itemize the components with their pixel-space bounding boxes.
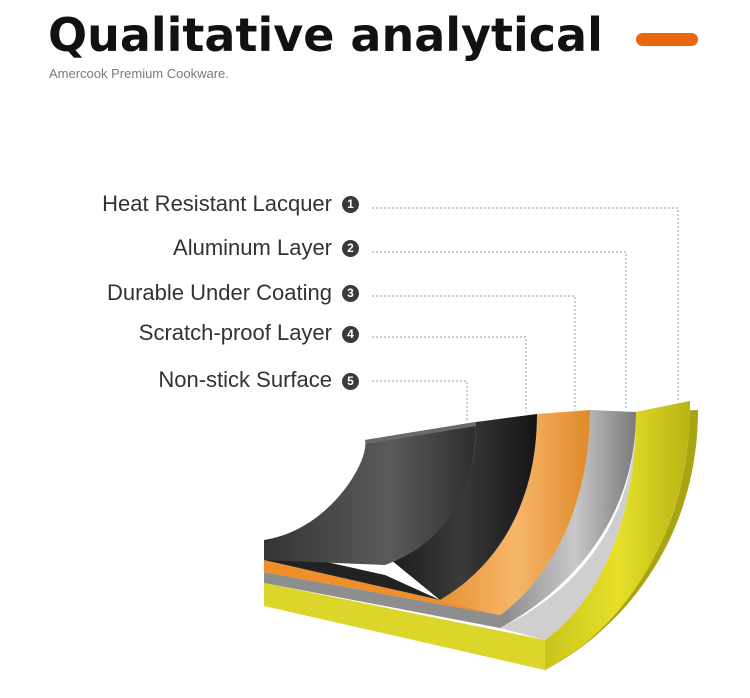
leader-line-3	[372, 295, 576, 410]
layer-dark	[264, 422, 476, 565]
leader-line-4	[372, 336, 527, 412]
layer-yellow	[264, 401, 698, 670]
page-subtitle: Amercook Premium Cookware.	[49, 66, 229, 81]
layer-orange	[264, 410, 590, 615]
number-badge-4: 4	[342, 326, 359, 343]
leader-lines	[372, 207, 679, 420]
number-badge-1: 1	[342, 196, 359, 213]
layer-label-durable-under-coating: Durable Under Coating	[106, 280, 332, 305]
accent-bar	[636, 33, 698, 46]
layer-label-aluminum-layer: Aluminum Layer	[173, 235, 332, 260]
leader-line-2	[372, 251, 627, 408]
layer-silver	[264, 410, 636, 640]
layer-label-heat-resistant-lacquer: Heat Resistant Lacquer	[102, 191, 332, 216]
page-title: Qualitative analytical	[48, 8, 603, 62]
number-badge-2: 2	[342, 240, 359, 257]
leader-line-5	[372, 380, 468, 420]
number-badge-5: 5	[342, 373, 359, 390]
layer-label-non-stick-surface: Non-stick Surface	[158, 367, 332, 392]
layer-label-scratch-proof-layer: Scratch-proof Layer	[138, 320, 332, 345]
leader-line-1	[372, 207, 679, 402]
number-badge-3: 3	[342, 285, 359, 302]
